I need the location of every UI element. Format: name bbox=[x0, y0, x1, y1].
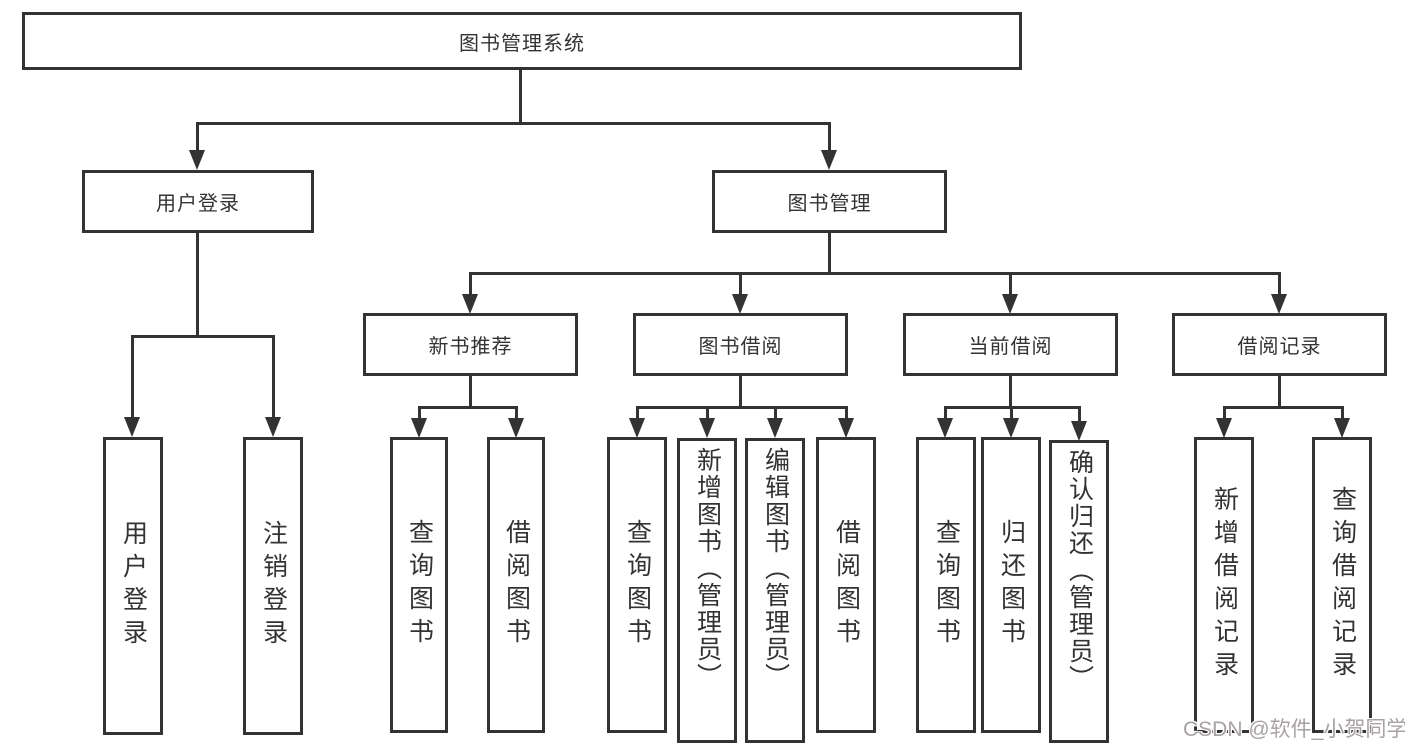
arrow-down-icon bbox=[629, 418, 645, 438]
connector-line bbox=[469, 376, 472, 406]
arrow-down-icon bbox=[265, 417, 281, 437]
arrow-down-icon bbox=[767, 418, 783, 438]
node-root: 图书管理系统 bbox=[22, 12, 1022, 70]
leaf-add-books-admin: 新增图书（管理员） bbox=[677, 438, 737, 743]
connector-line bbox=[828, 122, 831, 154]
csdn-watermark: CSDN @软件_小贺同学 bbox=[1183, 718, 1405, 741]
connector-line bbox=[196, 122, 199, 154]
connector-line bbox=[1078, 406, 1081, 424]
node-current-borrowing: 当前借阅 bbox=[903, 313, 1118, 376]
node-borrowing-records: 借阅记录 bbox=[1172, 313, 1387, 376]
connector-line bbox=[739, 376, 742, 406]
leaf-query-books-current: 查询图书 bbox=[916, 437, 976, 733]
arrow-down-icon bbox=[189, 150, 205, 170]
connector-line bbox=[706, 406, 709, 421]
connector-line bbox=[418, 406, 421, 421]
connector-line bbox=[519, 70, 522, 122]
node-new-book-recommend: 新书推荐 bbox=[363, 313, 578, 376]
connector-line bbox=[774, 406, 777, 421]
leaf-logout: 注销登录 bbox=[243, 437, 303, 735]
connector-line bbox=[196, 233, 199, 335]
leaf-add-borrow-record: 新增借阅记录 bbox=[1194, 437, 1254, 733]
arrow-down-icon bbox=[1071, 421, 1087, 441]
node-book-borrowing: 图书借阅 bbox=[633, 313, 848, 376]
leaf-query-books-borrowing: 查询图书 bbox=[607, 437, 667, 733]
connector-line bbox=[272, 335, 275, 419]
connector-line bbox=[131, 335, 134, 419]
node-book-management: 图书管理 bbox=[712, 170, 947, 233]
leaf-confirm-return-admin: 确认归还（管理员） bbox=[1049, 440, 1109, 743]
connector-line bbox=[469, 272, 1281, 275]
connector-line bbox=[1223, 406, 1226, 421]
arrow-down-icon bbox=[1002, 294, 1018, 314]
arrow-down-icon bbox=[508, 418, 524, 438]
arrow-down-icon bbox=[124, 417, 140, 437]
connector-line bbox=[1341, 406, 1344, 421]
connector-line bbox=[1009, 272, 1012, 298]
arrow-down-icon bbox=[462, 294, 478, 314]
arrow-down-icon bbox=[1271, 294, 1287, 314]
arrow-down-icon bbox=[838, 418, 854, 438]
leaf-user-login: 用户登录 bbox=[103, 437, 163, 735]
arrow-down-icon bbox=[937, 418, 953, 438]
arrow-down-icon bbox=[821, 150, 837, 170]
connector-line bbox=[944, 406, 947, 421]
connector-line bbox=[845, 406, 848, 421]
connector-line bbox=[515, 406, 518, 421]
connector-line bbox=[636, 406, 639, 421]
node-user-login: 用户登录 bbox=[82, 170, 314, 233]
leaf-query-books-recommend: 查询图书 bbox=[390, 437, 448, 733]
connector-line bbox=[1223, 406, 1344, 409]
connector-line bbox=[1010, 406, 1013, 421]
arrow-down-icon bbox=[1216, 418, 1232, 438]
leaf-borrow-books-borrowing: 借阅图书 bbox=[816, 437, 876, 733]
connector-line bbox=[1278, 272, 1281, 298]
connector-line bbox=[828, 233, 831, 272]
leaf-edit-books-admin: 编辑图书（管理员） bbox=[745, 438, 805, 743]
arrow-down-icon bbox=[1334, 418, 1350, 438]
connector-line bbox=[469, 272, 472, 298]
connector-line bbox=[636, 406, 848, 409]
leaf-borrow-books-recommend: 借阅图书 bbox=[487, 437, 545, 733]
connector-line bbox=[739, 272, 742, 298]
connector-line bbox=[1278, 376, 1281, 406]
leaf-query-borrow-record: 查询借阅记录 bbox=[1312, 437, 1372, 733]
connector-line bbox=[418, 406, 518, 409]
arrow-down-icon bbox=[699, 418, 715, 438]
arrow-down-icon bbox=[732, 294, 748, 314]
arrow-down-icon bbox=[1003, 418, 1019, 438]
leaf-return-books: 归还图书 bbox=[981, 437, 1041, 733]
arrow-down-icon bbox=[411, 418, 427, 438]
connector-line bbox=[197, 122, 831, 125]
connector-line bbox=[1009, 376, 1012, 406]
connector-line bbox=[131, 335, 274, 338]
